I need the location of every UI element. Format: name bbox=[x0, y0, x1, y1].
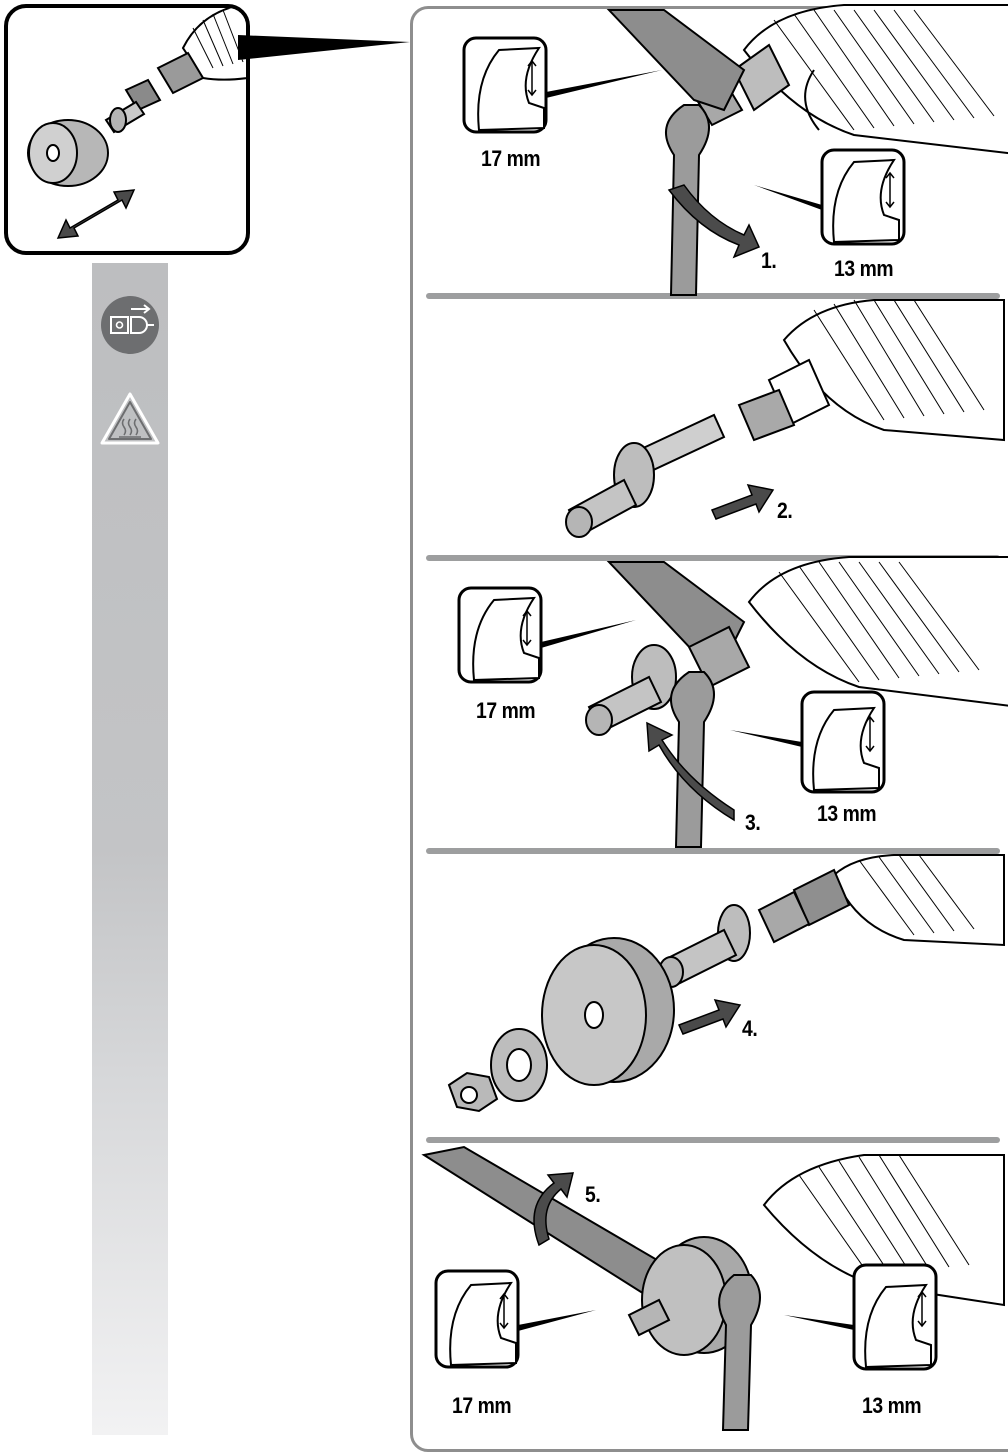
wrench-size-label: 17 mm bbox=[476, 698, 535, 724]
step-number: 1. bbox=[761, 248, 776, 274]
wrench-13mm-badge bbox=[754, 150, 904, 244]
wrench-13mm-badge bbox=[730, 692, 884, 792]
push-arrow-icon bbox=[679, 1000, 740, 1034]
callout-wedge bbox=[238, 20, 418, 80]
step-number: 5. bbox=[585, 1182, 600, 1208]
step-2-illustration bbox=[414, 300, 1004, 550]
overview-panel bbox=[4, 4, 250, 255]
wrench-17mm-badge bbox=[459, 588, 636, 682]
step-number: 3. bbox=[745, 810, 760, 836]
step-number: 4. bbox=[742, 1016, 757, 1042]
wrench-size-label: 13 mm bbox=[862, 1393, 921, 1419]
safety-sidebar bbox=[92, 263, 168, 1435]
step-divider bbox=[426, 1137, 1000, 1143]
wrench-size-label: 17 mm bbox=[481, 146, 540, 172]
wrench-size-label: 13 mm bbox=[834, 256, 893, 282]
step-number: 2. bbox=[777, 498, 792, 524]
overview-illustration bbox=[8, 8, 246, 251]
hot-surface-warning-icon bbox=[99, 391, 161, 447]
unplug-icon bbox=[100, 295, 160, 355]
wrench-size-label: 17 mm bbox=[452, 1393, 511, 1419]
step-divider bbox=[426, 848, 1000, 854]
wrench-17mm-badge bbox=[436, 1271, 596, 1367]
step-4-illustration bbox=[414, 855, 1004, 1135]
wrench-13mm-badge bbox=[784, 1265, 936, 1369]
wrench-size-label: 13 mm bbox=[817, 801, 876, 827]
double-arrow-icon bbox=[58, 190, 134, 238]
wrench-17mm-badge bbox=[464, 38, 662, 132]
push-arrow-icon bbox=[712, 485, 773, 519]
step-5-illustration bbox=[414, 1145, 1004, 1430]
